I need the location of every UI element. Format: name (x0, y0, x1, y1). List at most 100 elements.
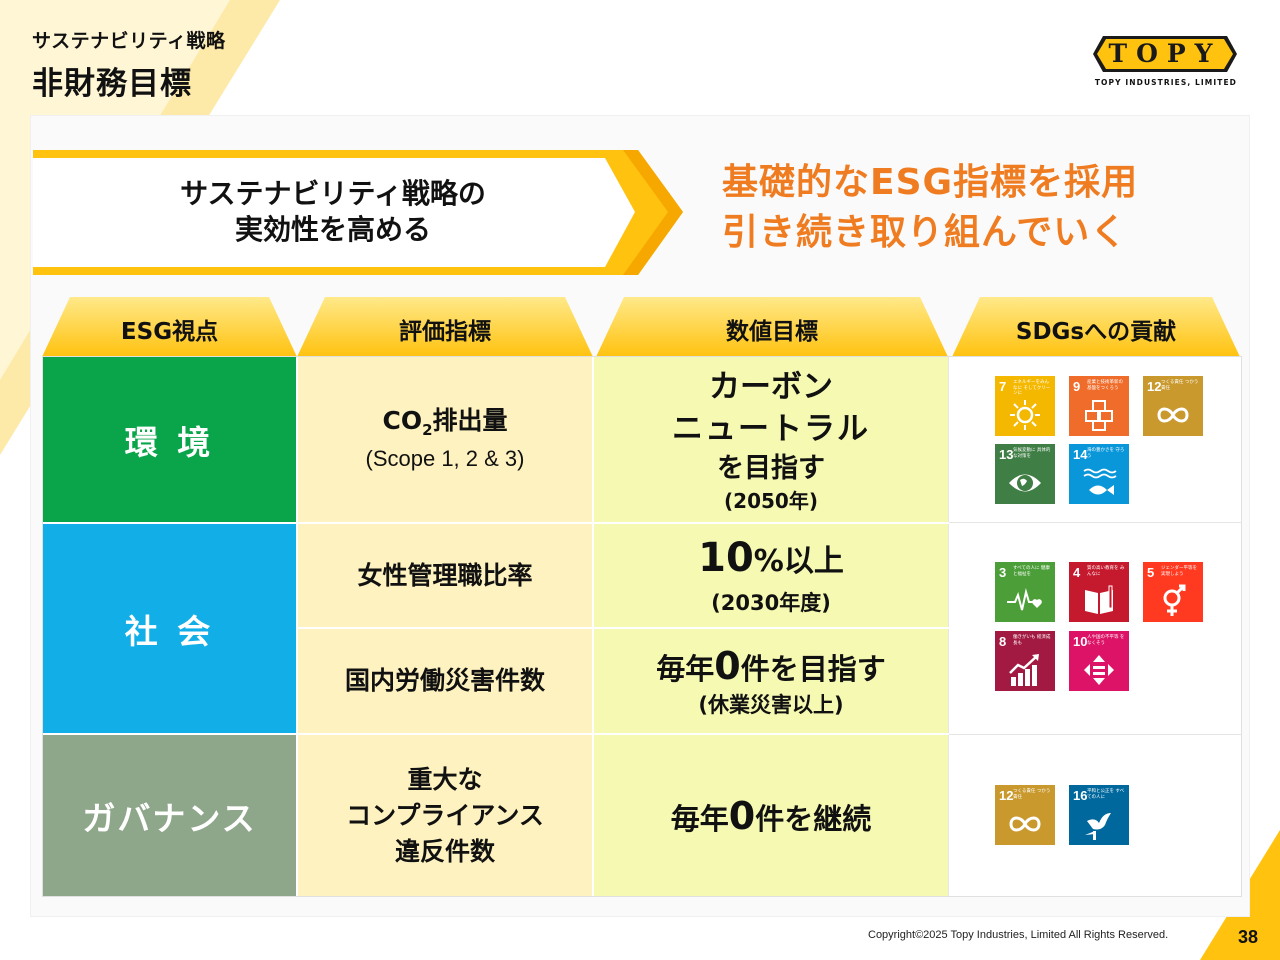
sdg-12-tile: 12 つくる責任 つかう責任 (995, 785, 1055, 845)
esg-environment: 環 境 (42, 356, 297, 523)
target-compliance-pre: 毎年 (670, 801, 729, 836)
metric-co2-tail: 排出量 (432, 406, 508, 435)
divider (949, 734, 1241, 735)
target-accidents-note: (休業災害以上) (698, 692, 844, 717)
sdg-title: すべての人に 健康と福祉を (1013, 566, 1050, 577)
target-accidents-value: 毎年0件を目指す (656, 644, 885, 691)
sdg-16-tile: 16 平和と公正を すべての人に (1069, 785, 1129, 845)
sdg-9-tile: 9 産業と技術革新の 基盤をつくろう (1069, 376, 1129, 436)
esg-governance: ガバナンス (42, 734, 297, 897)
infinity-icon (1157, 407, 1189, 423)
sdg-title: つくる責任 つかう責任 (1013, 789, 1051, 800)
column-header-metric: 評価指標 (297, 297, 593, 357)
sdg-13-tile: 13 気候変動に 具体的な対策を (995, 444, 1055, 504)
dove-icon (1085, 813, 1111, 840)
target-env-line-3: を目指す (717, 452, 825, 484)
sdg-title: 質の高い教育を みんなに (1087, 566, 1125, 577)
sdgs-social (949, 523, 1241, 734)
book-icon (1085, 585, 1113, 614)
sdg-4-tile: 4 質の高い教育を みんなに (1069, 562, 1129, 622)
sdg-12-tile: 12 つくる責任 つかう責任 (1143, 376, 1203, 436)
metric-compliance: 重大な コンプライアンス 違反件数 (297, 734, 593, 897)
cubes-icon (1085, 400, 1113, 431)
banner-arrow (33, 150, 683, 275)
column-header-metric-label: 評価指標 (399, 318, 491, 345)
divider (297, 627, 949, 629)
column-header-target-label: 数値目標 (726, 318, 818, 345)
target-women-unit: %以上 (753, 543, 844, 579)
target-women-note: (2030年度) (711, 590, 831, 615)
copyright: Copyright©2025 Topy Industries, Limited … (868, 929, 1169, 941)
divider (948, 356, 949, 897)
sdg-title: 産業と技術革新の 基盤をつくろう (1087, 380, 1123, 391)
section-subtitle: サステナビリティ戦略 (32, 30, 226, 52)
infinity-icon (1009, 816, 1041, 832)
growth-chart-icon (1009, 654, 1039, 686)
target-accidents-number: 0 (714, 643, 741, 688)
sdg-number: 12 (1147, 379, 1162, 394)
sdg-14-tile: 14 海の豊かさを 守ろう (1069, 444, 1129, 504)
banner-text: サステナビリティ戦略の 実効性を高める (33, 176, 633, 248)
divider (949, 522, 1241, 523)
sdg-3-tile: 3 すべての人に 健康と福祉を (995, 562, 1055, 622)
sdg-title: ジェンダー平等を 実現しよう (1161, 566, 1197, 577)
metric-work-accidents: 国内労働災害件数 (297, 628, 593, 734)
divider (592, 356, 594, 897)
page-title: 非財務目標 (32, 66, 192, 102)
heartbeat-icon (1007, 588, 1042, 611)
target-women-value: 10%以上 (698, 535, 844, 589)
divider (42, 733, 949, 735)
banner-line-2: 実効性を高める (234, 213, 431, 246)
sdg-number: 8 (999, 634, 1007, 649)
sdg-number: 9 (1073, 379, 1081, 394)
metric-compliance-line-2: コンプライアンス (346, 800, 544, 830)
target-women-number: 10 (698, 534, 754, 581)
sun-icon (1010, 400, 1040, 430)
fish-icon (1083, 468, 1117, 495)
sdg-10-tile: 10 人や国の不平等 をなくそう (1069, 631, 1129, 691)
sdg-number: 16 (1073, 788, 1088, 803)
divider (296, 356, 298, 897)
target-women-managers: 10%以上 (2030年度) (593, 523, 949, 628)
target-env-line-2: ニュートラル (672, 410, 870, 447)
column-header-sdgs-label: SDGsへの貢献 (1015, 318, 1177, 345)
sdg-number: 10 (1073, 634, 1088, 649)
sdg-title: 気候変動に 具体的な対策を (1013, 448, 1051, 459)
target-compliance: 毎年0件を継続 (593, 734, 949, 897)
banner-line-1: サステナビリティ戦略の (180, 177, 486, 210)
sdg-number: 13 (999, 447, 1014, 462)
headline: 基礎的なESG指標を採用 引き続き取り組んでいく (722, 158, 1222, 258)
target-compliance-number: 0 (728, 793, 756, 838)
sdg-title: エネルギーをみんなに そしてクリーンに (1013, 380, 1051, 396)
target-environment: カーボン ニュートラル を目指す (2050年) (593, 356, 949, 523)
target-work-accidents: 毎年0件を目指す (休業災害以上) (593, 628, 949, 734)
logo-mark: TOPY (1108, 39, 1221, 68)
metric-compliance-line-3: 違反件数 (394, 836, 495, 866)
sdg-7-tile: 7 エネルギーをみんなに そしてクリーンに (995, 376, 1055, 436)
column-header-target: 数値目標 (596, 297, 948, 357)
target-accidents-post: 件を目指す (740, 651, 886, 686)
metric-co2: CO2排出量 (382, 406, 507, 445)
target-env-note: (2050年) (724, 488, 818, 513)
logo-text: TOPY INDUSTRIES, LIMITED (1094, 78, 1237, 87)
column-header-esg-label: ESG視点 (120, 318, 219, 345)
sdg-5-tile: 5 ジェンダー平等を 実現しよう (1143, 562, 1203, 622)
metric-women-managers-label: 女性管理職比率 (357, 560, 533, 590)
topy-logo: TOPY TOPY INDUSTRIES, LIMITED (1085, 32, 1245, 87)
metric-scope: (Scope 1, 2 & 3) (365, 446, 525, 471)
target-accidents-pre: 毎年 (656, 651, 715, 686)
headline-line-2: 引き続き取り組んでいく (722, 212, 1128, 253)
equality-icon (1084, 655, 1114, 685)
column-header-esg: ESG視点 (42, 297, 297, 357)
esg-governance-label: ガバナンス (82, 798, 257, 838)
metric-compliance-line-1: 重大な (407, 764, 483, 794)
sdg-title: 平和と公正を すべての人に (1087, 789, 1125, 800)
sdg-number: 14 (1073, 447, 1088, 462)
sdg-title: 働きがいも 経済成長も (1013, 635, 1051, 646)
sdg-number: 7 (999, 379, 1007, 394)
headline-line-1: 基礎的なESG指標を採用 (722, 162, 1139, 203)
sdg-number: 5 (1147, 565, 1155, 580)
metric-co2-subscript: 2 (422, 421, 433, 439)
esg-environment-label: 環 境 (124, 422, 215, 462)
metric-environment: CO2排出量 (Scope 1, 2 & 3) (297, 356, 593, 523)
